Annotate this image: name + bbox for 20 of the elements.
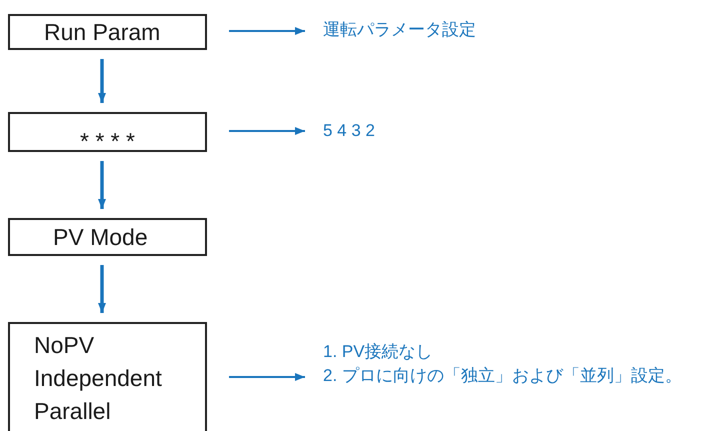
- arrow: [229, 27, 305, 35]
- process-box: [8, 322, 207, 431]
- note-text: 2. プロに向けの「独立」および「並列」設定。: [323, 365, 682, 387]
- process-box: [8, 14, 207, 50]
- box-label: Independent: [34, 365, 162, 392]
- arrow: [98, 265, 106, 313]
- box-label: Run Param: [44, 19, 160, 46]
- box-label: Parallel: [34, 398, 111, 425]
- process-box: [8, 218, 207, 256]
- arrow: [98, 59, 106, 103]
- note-text: 5 4 3 2: [323, 119, 375, 143]
- arrow: [229, 127, 305, 135]
- note-text: 運転パラメータ設定: [323, 18, 476, 42]
- box-label: NoPV: [34, 332, 94, 359]
- arrow: [98, 161, 106, 209]
- note-text: 1. PV接続なし: [323, 341, 434, 363]
- process-box: [8, 112, 207, 152]
- box-label: * * * *: [80, 128, 135, 155]
- box-label: PV Mode: [53, 224, 148, 251]
- arrow: [229, 373, 305, 381]
